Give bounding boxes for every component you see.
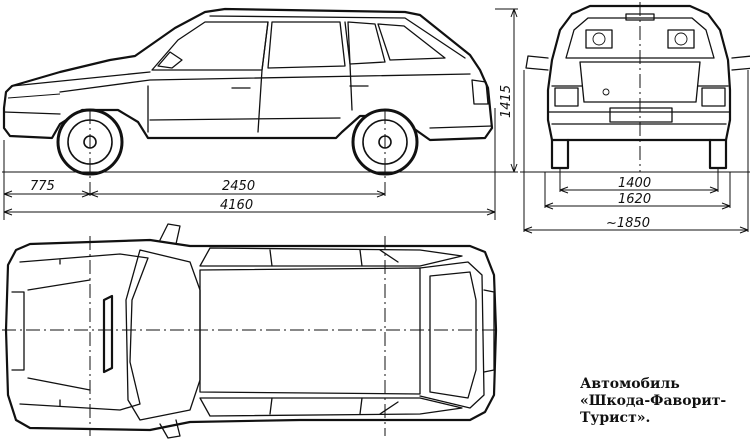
rear-view [520,2,750,173]
rear-dimensions [523,70,749,234]
caption-line-1: Автомобиль [580,376,680,392]
dim-front-overhang: 775 [30,179,55,194]
caption-line-2: «Шкода-Фаворит- [580,393,727,409]
dim-front-track: 1400 [618,176,651,191]
caption-line-3: Турист». [580,410,651,426]
dim-width: ~1850 [606,216,650,231]
top-view [2,223,500,439]
side-view [2,7,512,200]
dim-height: 1415 [499,85,514,118]
dim-rear-track: 1620 [618,192,651,207]
side-dimensions [3,8,518,220]
dim-overall-length: 4160 [220,198,253,213]
figure-caption: Автомобиль «Шкода-Фаворит- Турист». [580,376,726,427]
dim-wheelbase: 2450 [222,179,255,194]
